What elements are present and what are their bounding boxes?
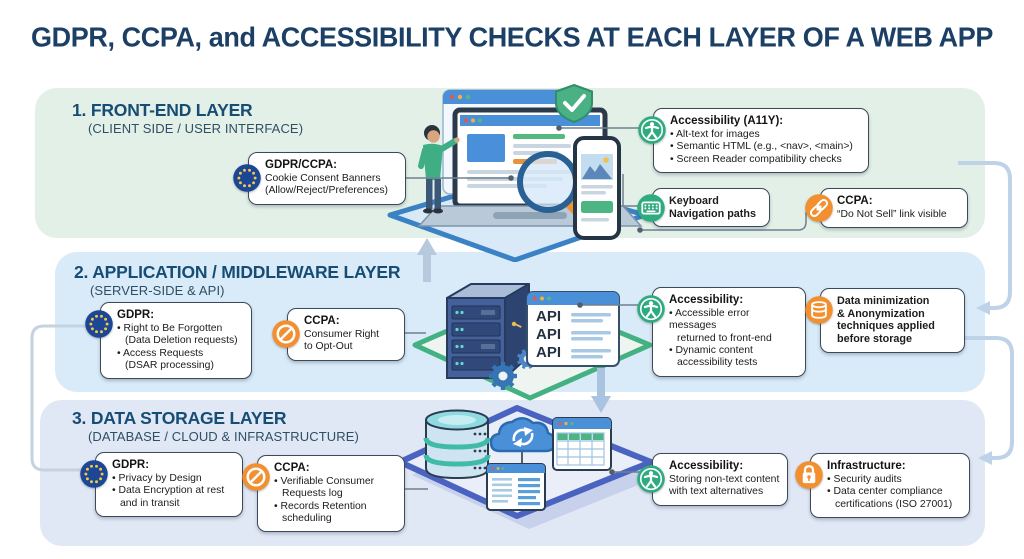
callout-title: Accessibility (A11Y):	[670, 115, 784, 127]
callout-line: Data minimization	[837, 295, 930, 307]
callout-line: • Accessible error messages	[669, 308, 750, 332]
middleware-illustration: API API API	[412, 283, 653, 401]
page-title: GDPR, CCPA, and ACCESSIBILITY CHECKS AT …	[31, 21, 993, 53]
callout-storage-ccpa: CCPA: • Verifiable Consumer Requests log…	[241, 455, 405, 533]
callout-frontend-a11y: Accessibility (A11Y): • Alt-text for ima…	[637, 108, 869, 174]
callout-title: GDPR:	[112, 459, 150, 471]
callout-title: CCPA:	[274, 462, 310, 474]
api-label-3: API	[536, 344, 561, 361]
callout-line: with text alternatives	[669, 486, 764, 498]
prohibit-icon	[241, 462, 271, 492]
callout-line: • Security audits	[827, 474, 902, 486]
callout-line: accessibility tests	[677, 357, 758, 369]
phone	[573, 136, 621, 240]
frontend-layer-subheading: (CLIENT SIDE / USER INTERFACE)	[88, 121, 304, 136]
callout-line: (Allow/Reject/Preferences)	[265, 185, 388, 197]
cloud-sync-icon	[489, 417, 557, 453]
eu-flag-icon	[232, 163, 262, 193]
server-tower	[446, 283, 530, 379]
callout-line: Navigation paths	[669, 207, 756, 220]
callout-line: (Data Deletion requests)	[125, 335, 238, 347]
frontend-layer-heading: 1. FRONT-END LAYER	[72, 100, 253, 120]
database-icon	[804, 295, 834, 325]
callout-line: & Anonymization	[837, 307, 925, 320]
callout-line: Keyboard	[669, 195, 719, 207]
storage-illustration	[397, 405, 660, 529]
callout-title: Accessibility:	[669, 294, 744, 306]
callout-line: • Right to Be Forgotten	[117, 323, 223, 335]
prohibit-icon	[271, 319, 301, 350]
callout-line: (DSAR processing)	[125, 360, 214, 372]
lock-icon	[794, 460, 824, 490]
callout-line: to Opt-Out	[304, 341, 353, 353]
callout-line: • Privacy by Design	[112, 473, 202, 485]
callout-title: Accessibility:	[669, 460, 744, 472]
callout-frontend-gdpr-ccpa: GDPR/CCPA: Cookie Consent Banners (Allow…	[233, 152, 406, 205]
link-icon	[804, 193, 834, 223]
callout-line: scheduling	[282, 513, 332, 525]
document-window	[486, 463, 546, 511]
callout-middleware-data-minimization: Data minimization & Anonymization techni…	[804, 288, 965, 353]
callout-line: • Dynamic content	[669, 345, 753, 357]
api-label-1: API	[536, 308, 561, 325]
callout-title: CCPA:	[304, 315, 340, 327]
eu-flag-icon	[79, 459, 109, 489]
accessibility-icon	[637, 115, 667, 145]
callout-frontend-ccpa-link: CCPA: “Do Not Sell” link visible	[804, 188, 968, 229]
callout-frontend-keyboard: Keyboard Navigation paths	[636, 188, 770, 228]
callout-middleware-accessibility: Accessibility: • Accessible error messag…	[636, 287, 806, 377]
callout-line: Consumer Right	[304, 329, 380, 341]
keyboard-icon	[636, 193, 666, 223]
api-label-2: API	[536, 326, 561, 343]
middleware-layer-subheading: (SERVER-SIDE & API)	[90, 283, 225, 298]
shield-check-icon	[555, 84, 593, 124]
callout-line: certifications (ISO 27001)	[835, 498, 953, 510]
frontend-illustration	[387, 84, 648, 262]
callout-line: Requests log	[282, 488, 343, 500]
storage-layer-heading: 3. DATA STORAGE LAYER	[72, 408, 287, 428]
callout-line: and in transit	[120, 497, 180, 509]
eu-flag-icon	[84, 309, 114, 339]
storage-layer-subheading: (DATABASE / CLOUD & INFRASTRUCTURE)	[88, 429, 359, 444]
callout-line: Storing non-text content	[669, 474, 780, 486]
callout-line: • Access Requests	[117, 347, 204, 359]
callout-middleware-ccpa: CCPA: Consumer Right to Opt-Out	[271, 308, 405, 361]
callout-line: • Records Retention	[274, 500, 367, 512]
callout-title: Infrastructure:	[827, 460, 906, 472]
callout-title: GDPR:	[117, 309, 155, 321]
database-cylinder	[423, 409, 491, 480]
callout-line: • Data center compliance	[827, 486, 943, 498]
callout-title: CCPA:	[837, 195, 873, 207]
callout-storage-gdpr: GDPR: • Privacy by Design • Data Encrypt…	[80, 452, 243, 518]
callout-line: • Verifiable Consumer	[274, 476, 375, 488]
callout-line: Cookie Consent Banners	[265, 173, 381, 185]
callout-line: returned to front-end	[677, 332, 772, 344]
callout-title: GDPR/CCPA:	[265, 159, 337, 171]
callout-line: • Data Encryption at rest	[112, 485, 225, 497]
callout-line: • Semantic HTML (e.g., <nav>, <main>)	[670, 141, 853, 153]
callout-line: “Do Not Sell” link visible	[837, 209, 947, 221]
callout-line: • Alt-text for images	[670, 129, 760, 141]
callout-line: techniques applied	[837, 320, 935, 333]
table-window	[552, 417, 612, 471]
callout-line: • Screen Reader compatibility checks	[670, 153, 842, 165]
callout-line: before storage	[837, 333, 912, 346]
callout-storage-infrastructure: Infrastructure: • Security audits • Data…	[794, 453, 970, 519]
middleware-layer-heading: 2. APPLICATION / MIDDLEWARE LAYER	[74, 262, 401, 282]
callout-middleware-gdpr: GDPR: • Right to Be Forgotten (Data Dele…	[85, 302, 252, 380]
api-window: API API API	[526, 291, 620, 367]
person	[418, 125, 460, 214]
callout-storage-accessibility: Accessibility: Storing non-text content …	[636, 453, 788, 506]
accessibility-icon	[636, 294, 666, 324]
accessibility-icon	[636, 464, 666, 495]
